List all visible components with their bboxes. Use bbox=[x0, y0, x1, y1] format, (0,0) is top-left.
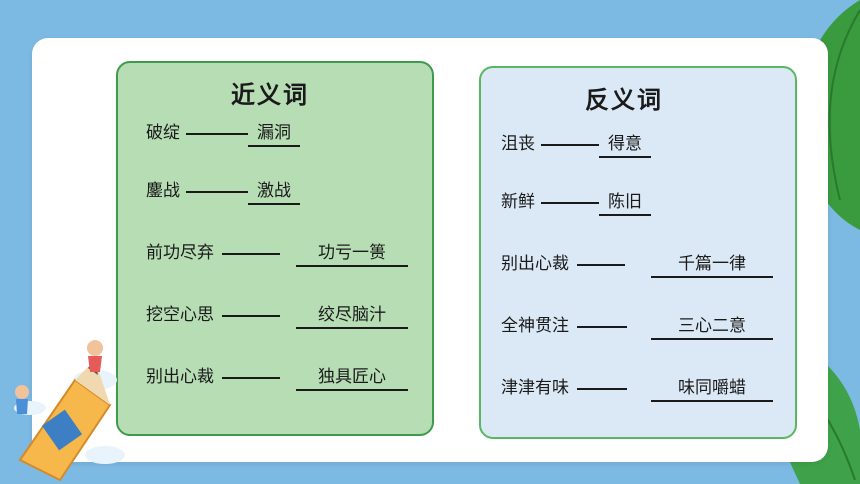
antonym-row: 全神贯注 三心二意 bbox=[501, 308, 791, 342]
antonym-row: 新鲜 陈旧 bbox=[501, 184, 791, 218]
antonym-row: 沮丧 得意 bbox=[501, 126, 791, 160]
dash bbox=[222, 253, 280, 255]
antonym-row: 津津有味 味同嚼蜡 bbox=[501, 370, 791, 404]
synonym-row: 鏖战 激战 bbox=[146, 173, 426, 207]
synonym-word: 鏖战 bbox=[146, 181, 180, 201]
dash bbox=[577, 326, 627, 328]
synonym-answer: 绞尽脑汁 bbox=[296, 300, 408, 329]
synonym-word: 破绽 bbox=[146, 123, 180, 143]
antonym-answer: 得意 bbox=[599, 129, 651, 158]
antonym-answer: 味同嚼蜡 bbox=[651, 373, 773, 402]
synonym-answer: 功亏一篑 bbox=[296, 238, 408, 267]
antonym-answer: 千篇一律 bbox=[651, 249, 773, 278]
synonym-row: 别出心裁 独具匠心 bbox=[146, 359, 426, 393]
synonym-answer: 独具匠心 bbox=[296, 362, 408, 391]
dash bbox=[222, 377, 280, 379]
dash bbox=[222, 315, 280, 317]
pencil-kids-illustration bbox=[14, 340, 125, 482]
dash bbox=[186, 133, 248, 135]
antonym-word: 别出心裁 bbox=[501, 254, 569, 274]
dash bbox=[577, 388, 627, 390]
synonym-word: 前功尽弃 bbox=[146, 243, 214, 263]
antonym-word: 沮丧 bbox=[501, 134, 535, 154]
dash bbox=[577, 264, 625, 266]
antonym-word: 津津有味 bbox=[501, 378, 569, 398]
dash bbox=[541, 202, 599, 204]
synonym-answer: 漏洞 bbox=[248, 118, 300, 147]
synonym-row: 破绽 漏洞 bbox=[146, 115, 426, 149]
dash bbox=[541, 144, 599, 146]
antonym-row: 别出心裁 千篇一律 bbox=[501, 246, 791, 280]
synonym-panel: 近义词 破绽 漏洞 鏖战 激战 前功尽弃 功亏一篑 挖空心思 绞尽脑汁 别出心裁… bbox=[116, 61, 434, 436]
dash bbox=[186, 191, 248, 193]
synonym-row: 前功尽弃 功亏一篑 bbox=[146, 235, 426, 269]
antonym-panel-title: 反义词 bbox=[585, 85, 663, 114]
synonym-answer: 激战 bbox=[248, 176, 300, 205]
synonym-word: 挖空心思 bbox=[146, 305, 214, 325]
antonym-answer: 陈旧 bbox=[599, 187, 651, 216]
antonym-word: 全神贯注 bbox=[501, 316, 569, 336]
synonym-panel-title: 近义词 bbox=[231, 80, 309, 109]
antonym-answer: 三心二意 bbox=[651, 311, 773, 340]
antonym-word: 新鲜 bbox=[501, 192, 535, 212]
synonym-word: 别出心裁 bbox=[146, 367, 214, 387]
antonym-panel: 反义词 沮丧 得意 新鲜 陈旧 别出心裁 千篇一律 全神贯注 三心二意 津津有味… bbox=[479, 66, 797, 439]
synonym-row: 挖空心思 绞尽脑汁 bbox=[146, 297, 426, 331]
